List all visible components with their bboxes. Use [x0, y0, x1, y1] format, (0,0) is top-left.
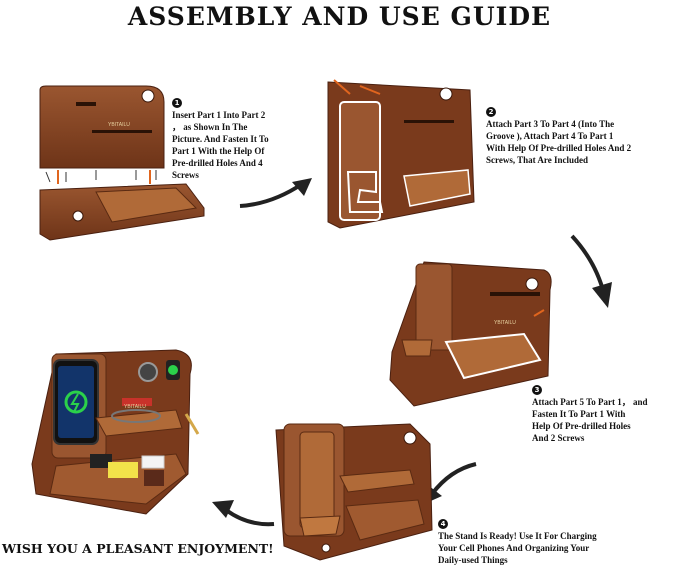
- step-3-text: 3 Attach Part 5 To Part 1， and Fasten It…: [532, 385, 648, 443]
- step-1-badge: 1: [172, 98, 182, 108]
- step-4-badge: 4: [438, 519, 448, 529]
- brand-logo: YBITAILU: [124, 404, 146, 410]
- step4-illustration: [275, 423, 433, 561]
- step-1-text: 1 Insert Part 1 Into Part 2 ， as Shown I…: [172, 98, 269, 180]
- page-title: ASSEMBLY AND USE GUIDE: [127, 2, 552, 31]
- arrow-icon: [239, 178, 312, 208]
- footer-message: WISH YOU A PLEASANT ENJOYMENT!: [2, 541, 274, 556]
- step-2-badge: 2: [486, 107, 496, 117]
- step-2-text: 2 Attach Part 3 To Part 4 (Into The Groo…: [486, 107, 632, 165]
- arrow-icon: [212, 500, 275, 527]
- step2-illustration: [327, 79, 475, 229]
- step1-illustration: YBITAILU: [39, 85, 205, 241]
- step3-illustration: YBITAILU: [389, 261, 552, 407]
- finished-stand-illustration: YBITAILU: [31, 349, 200, 515]
- step-4-text: 4 The Stand Is Ready! Use It For Chargin…: [438, 519, 597, 565]
- brand-logo: YBITAILU: [108, 122, 130, 128]
- brand-logo: YBITAILU: [494, 320, 516, 326]
- arrow-icon: [570, 234, 612, 308]
- step-3-badge: 3: [532, 385, 542, 395]
